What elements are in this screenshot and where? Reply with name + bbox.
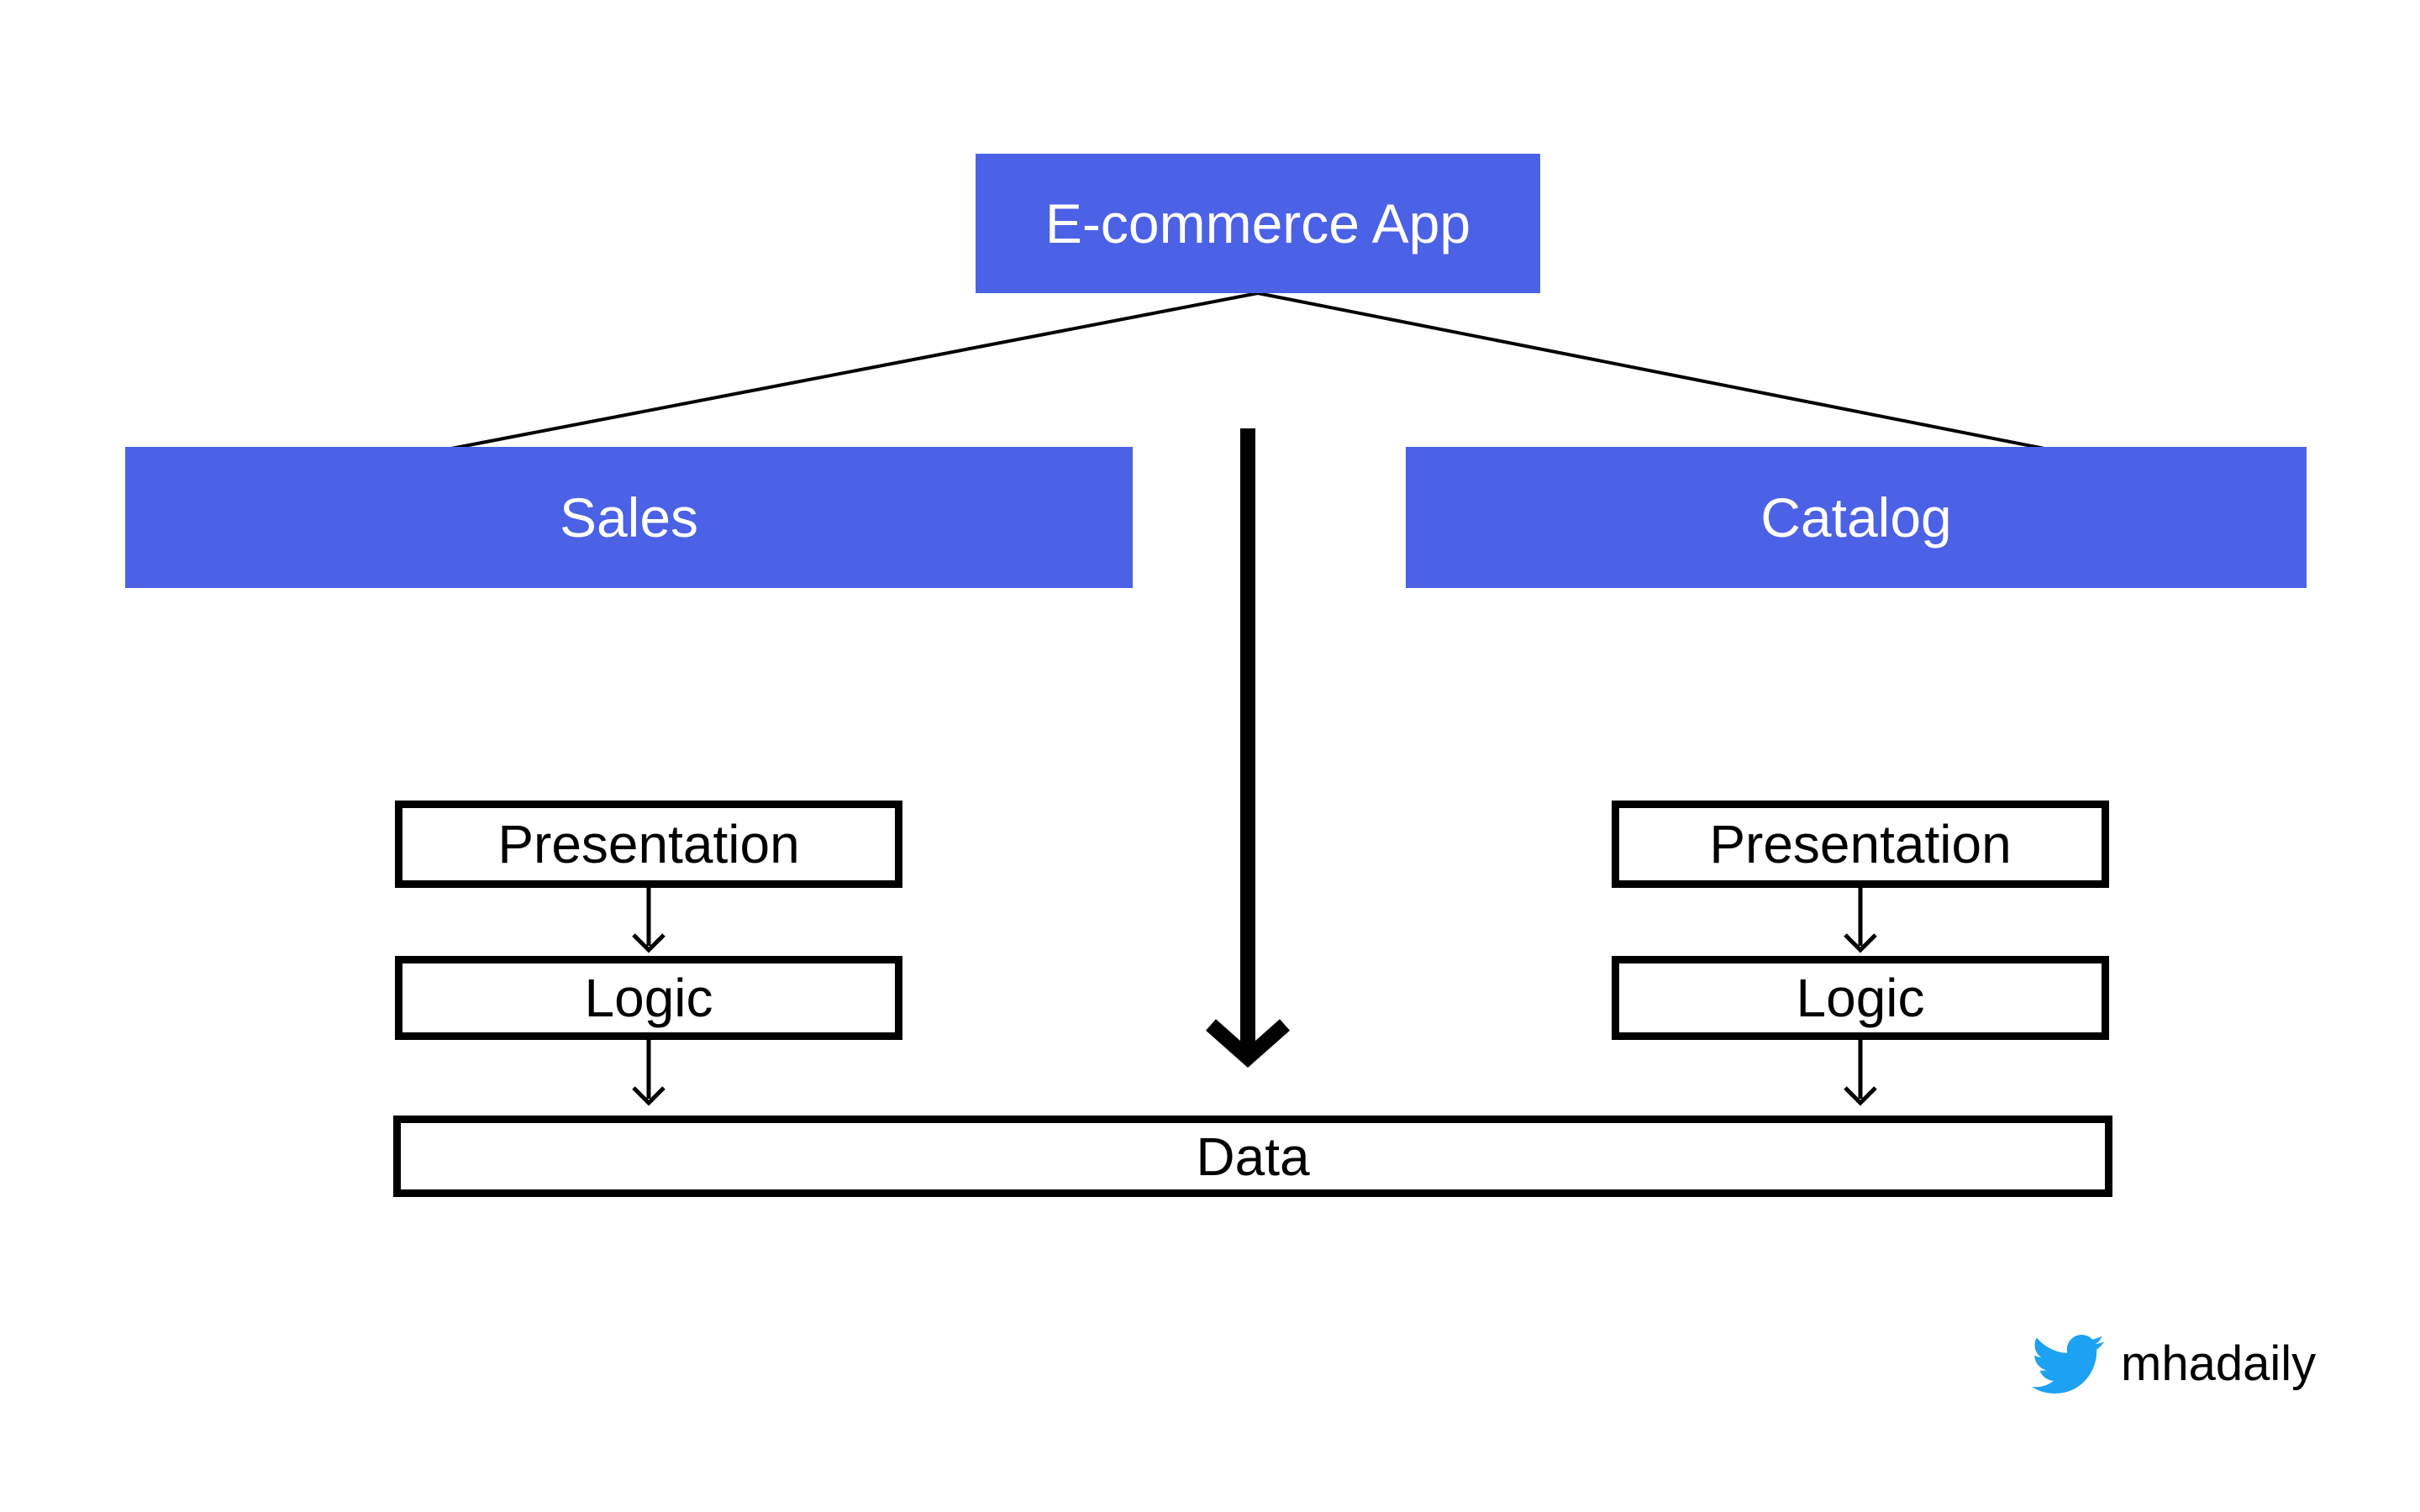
connector-root-to-sales [450,291,1259,450]
node-logic-catalog: Logic [1612,956,2109,1040]
node-ecommerce-app: E-commerce App [976,154,1540,293]
attribution: mhadaily [2032,1329,2316,1399]
node-data: Data [393,1116,2112,1197]
node-logic-sales: Logic [395,956,902,1040]
node-presentation-catalog-label: Presentation [1709,814,2012,874]
connector-root-to-catalog [1257,291,2045,450]
arrow-presentation-to-logic-left [632,888,666,953]
node-catalog: Catalog [1406,447,2307,588]
node-presentation-sales: Presentation [395,801,902,888]
node-logic-sales-label: Logic [584,968,713,1028]
node-sales-label: Sales [559,486,699,549]
node-presentation-sales-label: Presentation [497,814,800,874]
arrow-logic-to-data-right [1844,1040,1877,1106]
attribution-handle: mhadaily [2121,1336,2317,1391]
node-presentation-catalog: Presentation [1612,801,2109,888]
arrow-logic-to-data-left [632,1040,666,1106]
node-catalog-label: Catalog [1760,486,1952,549]
arrow-presentation-to-logic-right [1844,888,1877,953]
data-flow-arrow [1206,428,1290,1068]
node-logic-catalog-label: Logic [1796,968,1925,1028]
twitter-bird-icon [2032,1335,2104,1394]
node-ecommerce-app-label: E-commerce App [1044,192,1471,255]
node-sales: Sales [125,447,1133,588]
node-data-label: Data [1196,1126,1310,1187]
